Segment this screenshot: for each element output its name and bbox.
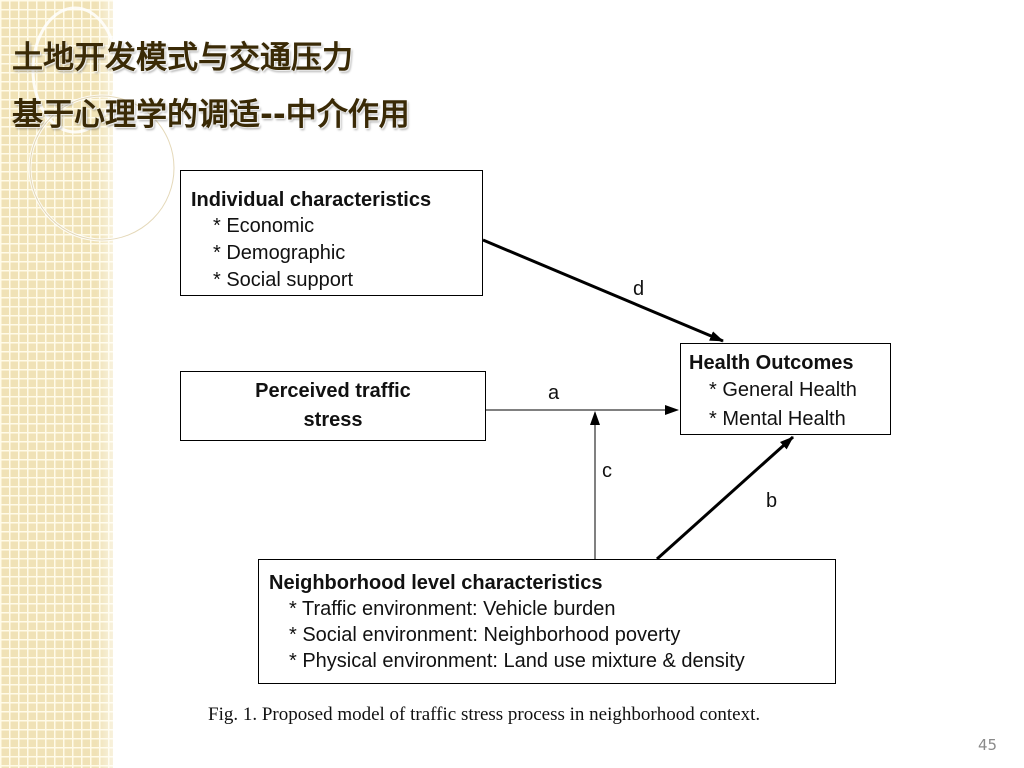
swirl-decoration (28, 6, 176, 242)
health-outcomes-box: Health Outcomes * General Health * Menta… (680, 343, 891, 435)
individual-characteristics-box: Individual characteristics * Economic * … (180, 170, 483, 296)
individual-item-social-support: * Social support (213, 269, 354, 291)
health-box-title: Health Outcomes (689, 352, 854, 374)
neighborhood-item-social: * Social environment: Neighborhood pover… (289, 624, 681, 646)
neighborhood-characteristics-box: Neighborhood level characteristics * Tra… (258, 559, 836, 684)
diagram-arrows (482, 238, 795, 561)
path-label-d: d (633, 278, 645, 300)
path-d-arrow (482, 238, 724, 343)
slide-title-line-2: 基于心理学的调适--中介作用 (12, 97, 410, 133)
figure-caption: Fig. 1. Proposed model of traffic stress… (208, 704, 761, 725)
path-label-c: c (602, 460, 612, 482)
health-item-general: * General Health (709, 379, 857, 401)
path-label-a: a (548, 382, 560, 404)
neighborhood-box-title: Neighborhood level characteristics (269, 572, 603, 594)
path-b-arrow (655, 435, 795, 561)
neighborhood-item-traffic: * Traffic environment: Vehicle burden (289, 598, 616, 620)
individual-item-demographic: * Demographic (213, 242, 346, 264)
individual-box-title: Individual characteristics (191, 189, 432, 211)
slide-title-line-1: 土地开发模式与交通压力 (12, 40, 353, 76)
perceived-traffic-stress-box: Perceived traffic stress (180, 371, 486, 441)
sidebar-pattern (0, 0, 113, 768)
neighborhood-item-physical: * Physical environment: Land use mixture… (289, 650, 745, 672)
page-number: 45 (978, 736, 998, 754)
path-diagram: Individual characteristics * Economic * … (170, 160, 891, 690)
individual-item-economic: * Economic (213, 215, 315, 237)
health-item-mental: * Mental Health (709, 408, 846, 430)
perceived-box-title: Perceived traffic stress (255, 380, 411, 431)
path-label-b: b (766, 490, 778, 512)
sidebar-shade (96, 0, 113, 768)
